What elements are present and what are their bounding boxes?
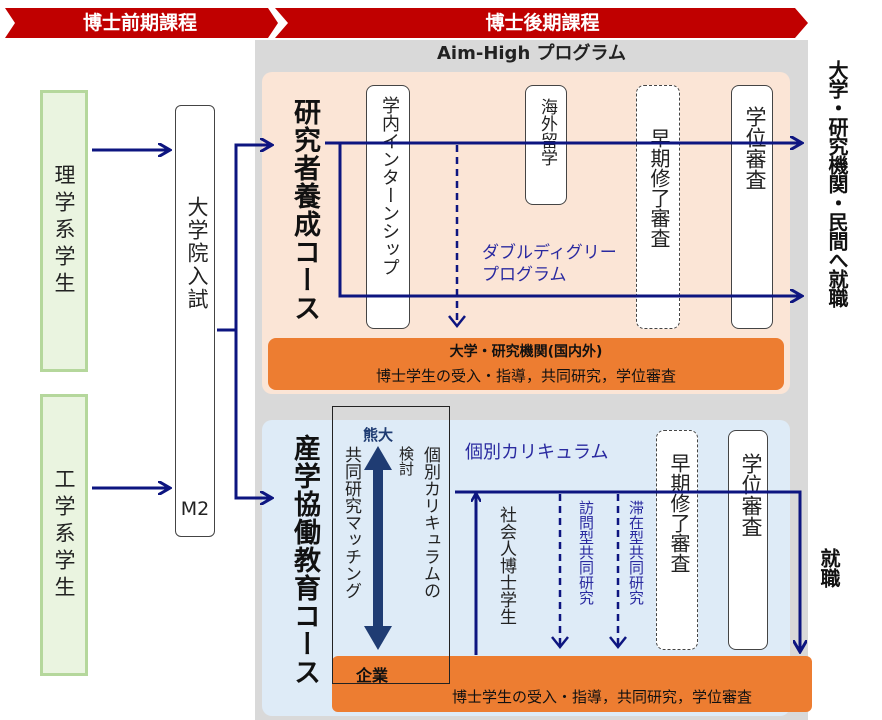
m2-label: M2 (180, 498, 210, 520)
kumadai-label: 熊大 (363, 426, 394, 444)
stay-type-label: 滞在型共同研究 (627, 500, 645, 605)
early-completion-label-industry: 早期修了審査 (667, 453, 691, 573)
employment-label: 就職 (817, 548, 841, 588)
industry-course-title: 産学協働教育コース (289, 434, 320, 686)
double-degree-line2: プログラム (482, 265, 567, 285)
early-phase-label: 博士前期課程 (82, 12, 197, 34)
degree-review-box-research: 学位審査 (731, 85, 773, 329)
degree-review-box-industry: 学位審査 (728, 430, 768, 650)
individual-curriculum-label: 個別カリキュラム (465, 442, 609, 463)
review-label: 検討 (397, 446, 415, 476)
header-banners (5, 8, 808, 38)
internship-box: 学内インターンシップ (366, 85, 410, 329)
early-completion-box-industry: 早期修了審査 (656, 430, 698, 650)
arrow-exam-to-industry (234, 330, 262, 500)
company-partner-desc: 博士学生の受入・指導，共同研究，学位審査 (451, 688, 752, 706)
degree-review-label-industry: 学位審査 (739, 453, 763, 537)
matching-label: 共同研究マッチング (341, 446, 361, 599)
science-student-box: 理学系学生 (40, 90, 88, 372)
arrow-industry-main (455, 490, 802, 650)
academic-employment-label: 大学・研究機関・民間へ就職 (825, 60, 849, 307)
study-abroad-box: 海外留学 (525, 85, 567, 205)
internship-label: 学内インターンシップ (379, 96, 400, 276)
visit-type-label: 訪問型共同研究 (577, 500, 595, 605)
company-label: 企業 (356, 666, 389, 685)
degree-review-label-research: 学位審査 (743, 106, 767, 190)
double-degree-label: ダブルディグリー プログラム (482, 242, 617, 286)
program-title: Aim-High プログラム (437, 43, 626, 64)
research-partner-title: 大学・研究機関(国内外) (449, 344, 603, 360)
early-completion-label-research: 早期修了審査 (647, 128, 671, 248)
double-degree-line1: ダブルディグリー (482, 243, 617, 263)
study-abroad-label: 海外留学 (537, 98, 557, 166)
engineering-student-label: 工学系学生 (52, 467, 76, 603)
matching-double-arrow (364, 446, 392, 650)
company-bar: 博士学生の受入・指導，共同研究，学位審査 (332, 656, 812, 712)
engineering-student-box: 工学系学生 (40, 394, 88, 676)
researcher-course-title: 研究者養成コース (289, 98, 320, 322)
entrance-exam-label: 大学院入試 (185, 196, 209, 311)
research-partner-desc: 博士学生の受入・指導，共同研究，学位審査 (375, 367, 676, 385)
research-partner-bar: 大学・研究機関(国内外) 博士学生の受入・指導，共同研究，学位審査 (268, 338, 784, 390)
working-phd-label: 社会人博士学生 (496, 506, 516, 625)
early-completion-box-research: 早期修了審査 (636, 85, 680, 329)
science-student-label: 理学系学生 (52, 163, 76, 299)
entrance-exam-box: 大学院入試 M2 (175, 105, 215, 537)
individual-curriculum-vertical: 個別カリキュラムの (420, 446, 440, 599)
late-phase-label: 博士後期課程 (485, 12, 600, 34)
matching-box (332, 406, 450, 684)
arrow-exam-to-research (217, 143, 262, 332)
arrow-research-lower (338, 143, 802, 298)
